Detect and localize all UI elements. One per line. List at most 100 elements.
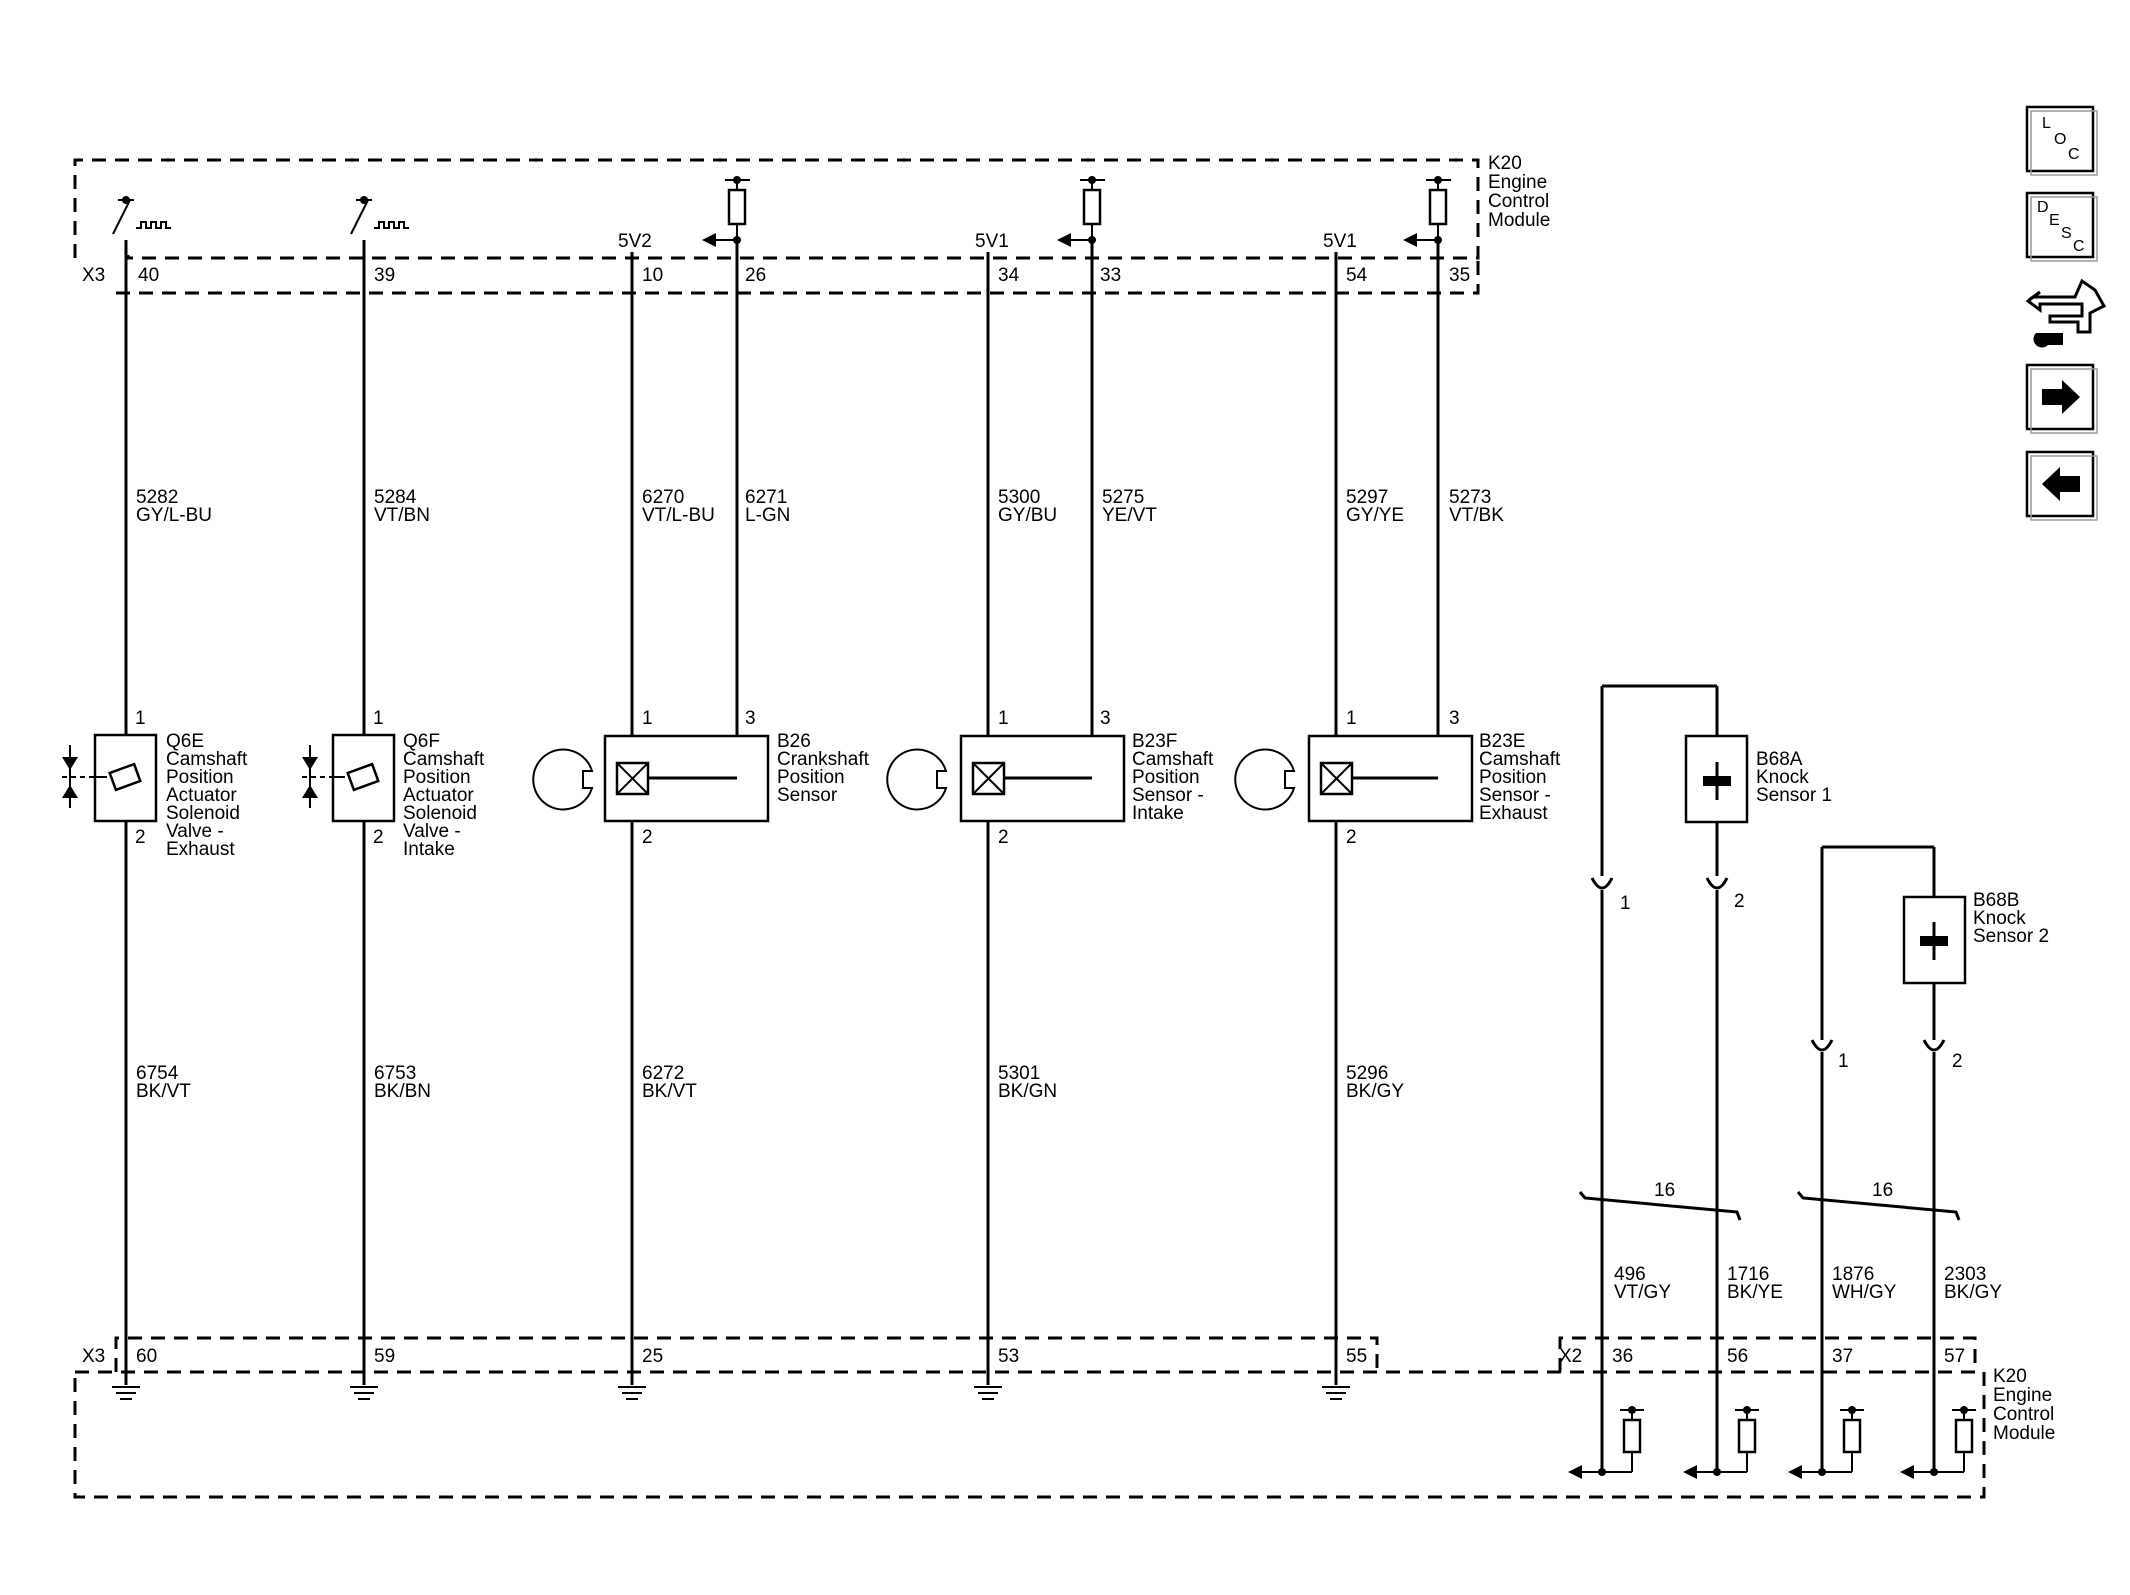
wire-color: VT/BK [1449,505,1504,526]
pin-label: 37 [1832,1346,1853,1367]
wire-color: GY/BU [998,505,1057,526]
component-desc: Actuator [403,785,474,806]
pin-label: 54 [1346,265,1368,286]
loc-letter: C [2068,146,2080,163]
component-desc: Knock [1756,767,1809,788]
connector-x3-top: X3 [82,265,105,286]
wire-number: 6271 [745,487,787,508]
knock-wire-labels: 496 VT/GY 1716 BK/YE 1876 WH/GY 2303 BK/… [1614,1264,2002,1303]
connector-x2-bottom: X2 [1559,1346,1582,1367]
ground-icon [974,1386,1002,1400]
component-desc: Position [403,767,471,788]
component-b26: 1 3 2 B26 Crankshaft Position Sensor [532,708,870,848]
component-id: B23E [1479,731,1525,752]
loc-letter: L [2042,115,2051,132]
pin-label: 10 [642,265,663,286]
driver-symbol-39 [350,196,409,235]
wire-number: 5275 [1102,487,1144,508]
component-desc: Solenoid [403,803,477,824]
component-desc: Position [1132,767,1200,788]
wire-color: VT/GY [1614,1282,1671,1303]
pin-label: 56 [1727,1346,1748,1367]
component-id: B26 [777,731,811,752]
loc-button[interactable]: L O C [2025,105,2098,176]
wire-color: L-GN [745,505,790,526]
upper-wire-labels: 5282 GY/L-BU 5284 VT/BN 6270 VT/L-BU 627… [136,487,1504,526]
wire-color: VT/BN [374,505,430,526]
component-desc: Actuator [166,785,237,806]
wire-number: 6270 [642,487,684,508]
wire-color: GY/YE [1346,505,1404,526]
ref-5v1: 5V1 [975,231,1009,252]
pin-label: 2 [642,827,653,848]
wire-number: 6753 [374,1063,416,1084]
desc-letter: C [2073,238,2085,255]
wire-number: 496 [1614,1264,1646,1285]
loc-letter: O [2054,131,2066,148]
component-id: B68A [1756,749,1803,770]
wire-number: 5273 [1449,487,1491,508]
pin-label: 1 [642,708,653,729]
wire-number: 2303 [1944,1264,1986,1285]
ground-icon [1322,1386,1350,1400]
module-bottom-name: K20 [1993,1366,2027,1387]
component-desc: Position [1479,767,1547,788]
wire-color: BK/GN [998,1081,1057,1102]
component-q6f: 1 2 Q6F Camshaft Position Actuator Solen… [302,708,485,860]
lower-wire-labels: 6754 BK/VT 6753 BK/BN 6272 BK/VT 5301 BK… [136,1063,1404,1102]
pin-label: 3 [1100,708,1111,729]
component-desc: Position [166,767,234,788]
ground-icon [618,1386,646,1400]
bottom-pin-labels: 60 59 25 53 55 36 56 37 57 [136,1346,1965,1367]
desc-button[interactable]: D E S C [2025,191,2098,262]
component-desc: Intake [403,839,455,860]
pin-label: 1 [998,708,1009,729]
driver-symbol-40 [112,196,171,235]
component-desc: Sensor [777,785,838,806]
pin-label: 35 [1449,265,1470,286]
pin-label: 2 [373,827,384,848]
pin-label: 53 [998,1346,1019,1367]
wire-number: 5282 [136,487,178,508]
component-desc: Camshaft [166,749,248,770]
previous-button[interactable] [2025,450,2098,521]
knock-connectors: 1 2 1 2 [1590,877,1963,1072]
component-desc: Sensor - [1479,785,1551,806]
pin-label: 55 [1346,1346,1367,1367]
pin-label: 39 [374,265,395,286]
module-bottom-line: Engine [1993,1385,2052,1406]
pin-label: 25 [642,1346,663,1367]
wire-color: BK/GY [1346,1081,1404,1102]
desc-letter: E [2049,212,2060,229]
pullup-26 [702,176,750,247]
knock-wires [1600,890,1936,1472]
pin-label: 34 [998,265,1020,286]
twisted-pair-2: 16 [1796,1180,1961,1221]
component-b23e: 1 3 2 B23E Camshaft Position Sensor - Ex… [1234,708,1561,848]
pin-label: 60 [136,1346,157,1367]
module-k20-top: K20 Engine Control Module X3 [73,153,1550,295]
component-desc: Knock [1973,908,2026,929]
pin-label: 36 [1612,1346,1633,1367]
module-top-line: Module [1488,210,1550,231]
component-desc: Valve - [403,821,461,842]
component-desc: Valve - [166,821,224,842]
pin-label: 2 [135,827,146,848]
knock-input-circuits [1568,1406,1976,1479]
wire-color: BK/VT [642,1081,697,1102]
next-button[interactable] [2025,363,2098,434]
pin-label: 59 [374,1346,395,1367]
component-id: Q6F [403,731,440,752]
component-desc: Crankshaft [777,749,870,770]
pin-label: 2 [1952,1051,1963,1072]
pin-label: 3 [1449,708,1460,729]
component-desc: Intake [1132,803,1184,824]
component-b68b: B68B Knock Sensor 2 [1820,845,2049,1040]
wire-color: VT/L-BU [642,505,715,526]
component-desc: Exhaust [1479,803,1548,824]
pin-label: 1 [1346,708,1357,729]
component-desc: Camshaft [1132,749,1214,770]
service-tool-icon[interactable] [2025,278,2107,348]
pin-label: 1 [1620,893,1631,914]
